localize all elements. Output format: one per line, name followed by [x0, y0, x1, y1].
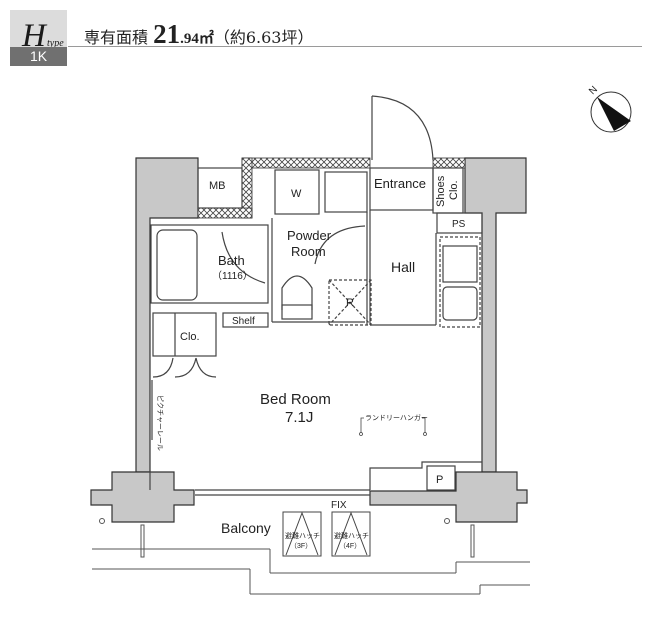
balcony-outline — [92, 518, 530, 595]
label-hall: Hall — [391, 259, 415, 275]
label-picture-rail: ピクチャーレール — [156, 395, 164, 451]
interior-walls — [149, 95, 483, 496]
area-label: 専有面積 — [84, 28, 154, 47]
type-letter: H — [22, 18, 46, 54]
label-hatch-3f-floor: （3F） — [290, 542, 312, 550]
label-fix: FIX — [331, 500, 347, 511]
label-powder: Powder — [287, 228, 332, 243]
compass-north-icon: N — [587, 84, 632, 133]
type-badge: H type — [10, 10, 67, 53]
label-p: P — [436, 474, 443, 486]
label-hatch-4f-floor: （4F） — [339, 542, 361, 550]
label-mb: MB — [209, 180, 226, 192]
area-text: 専有面積 21.94㎡（約6.63坪） — [84, 19, 314, 50]
label-ps: PS — [452, 219, 466, 230]
layout-badge: 1K — [10, 47, 67, 66]
exterior-walls — [90, 157, 528, 523]
area-tsubo: （約6.63坪） — [213, 28, 314, 47]
area-decimal: .94㎡ — [180, 31, 214, 47]
label-shelf: Shelf — [232, 316, 255, 327]
escape-hatches — [282, 511, 371, 557]
label-r: R — [346, 297, 354, 309]
label-w: W — [291, 188, 302, 200]
header-divider — [68, 46, 642, 47]
label-powder-room: Room — [291, 244, 326, 259]
label-bath-size: （1116） — [212, 270, 253, 282]
type-word: type — [47, 38, 64, 49]
label-bedroom-size: 7.1J — [285, 409, 313, 426]
label-shoes-clo: Clo. — [448, 180, 460, 200]
label-bedroom: Bed Room — [260, 391, 331, 408]
label-shoes: Shoes — [435, 175, 447, 207]
room-labels: MB W Entrance Shoes Clo. PS Bath （1116） … — [156, 175, 466, 550]
label-laundry-hanger: ランドリーハンガー — [365, 413, 428, 422]
label-hatch-3f: 避難ハッチ — [285, 531, 320, 540]
label-clo: Clo. — [180, 331, 200, 343]
label-bath: Bath — [218, 253, 245, 268]
laundry-hanger — [359, 417, 427, 436]
area-integer: 21 — [153, 19, 181, 49]
label-balcony: Balcony — [221, 520, 271, 536]
compass-label: N — [587, 84, 600, 97]
label-hatch-4f: 避難ハッチ — [334, 531, 369, 540]
label-entrance: Entrance — [374, 176, 426, 191]
